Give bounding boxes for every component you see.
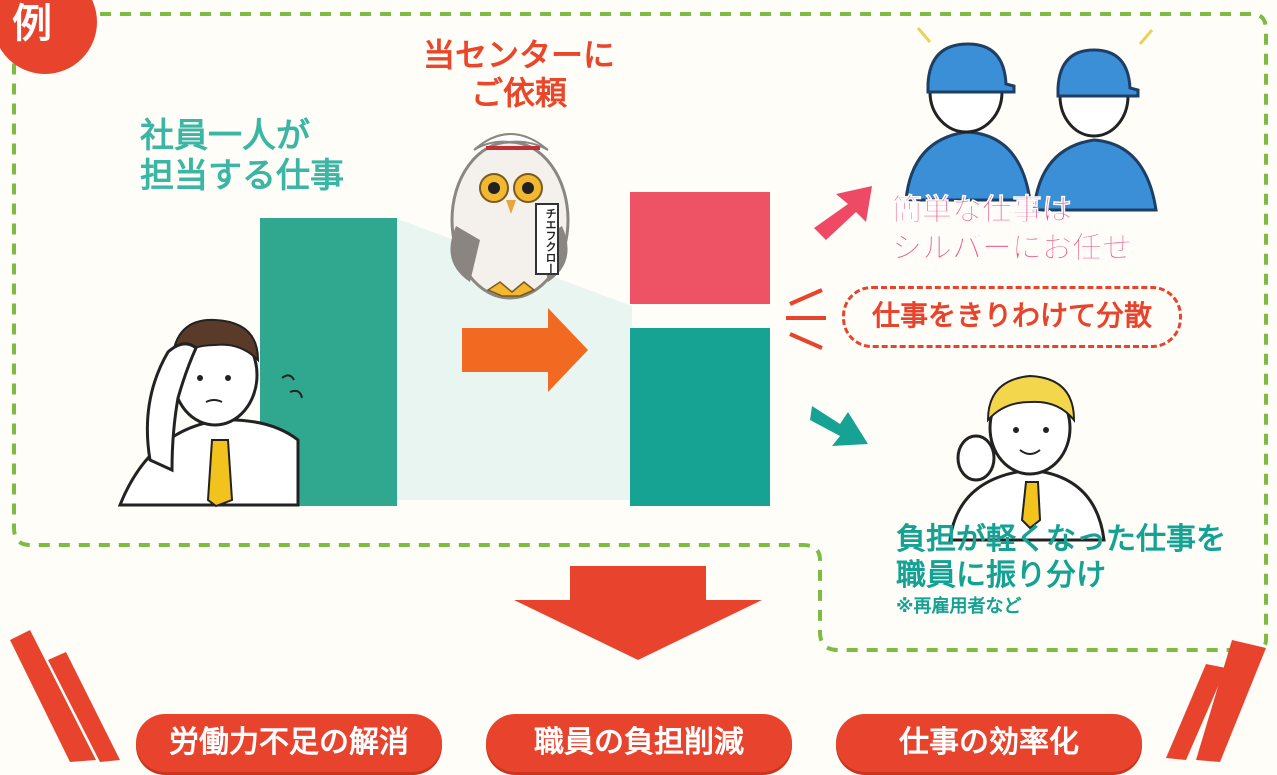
left-label-line-1: 社員一人が xyxy=(140,116,310,156)
staff-work-line-2: 職員に振り分け xyxy=(896,558,1106,593)
split-line-bottom xyxy=(789,332,823,350)
staff-work-label: 負担が軽くなった仕事を 職員に振り分け xyxy=(896,522,1226,594)
emphasis-left-1 xyxy=(10,630,96,762)
left-label-line-2: 担当する仕事 xyxy=(140,156,344,196)
emphasis-right-1 xyxy=(1196,640,1266,762)
orange-arrow-icon xyxy=(462,308,588,392)
pink-arrow-icon xyxy=(814,186,872,240)
outcome-burden-reduction: 職員の負担削減 xyxy=(486,714,792,772)
simple-work-line-1: 簡単な仕事は xyxy=(892,193,1073,229)
worried-employee-illustration xyxy=(117,318,303,508)
example-badge-label: 例 xyxy=(12,1,52,47)
silver-workers-illustration xyxy=(904,27,1158,212)
simple-work-line-2: シルバーにお任せ xyxy=(892,231,1133,267)
staff-note: ※再雇用者など xyxy=(896,596,1022,617)
staff-worker-illustration xyxy=(948,374,1106,542)
emphasis-left-2 xyxy=(48,652,120,762)
outcome-efficiency: 仕事の効率化 xyxy=(836,714,1142,772)
simple-work-block xyxy=(630,192,770,304)
split-work-label: 仕事をきりわけて分散 xyxy=(842,286,1182,348)
center-label-line-1: 当センターに xyxy=(422,36,615,74)
simple-work-label: 簡単な仕事は シルバーにお任せ xyxy=(892,192,1133,268)
teal-arrow-icon xyxy=(810,406,868,446)
center-label: 当センターに ご依頼 xyxy=(404,36,634,112)
mascot-tag: チエフクロー xyxy=(544,208,557,274)
outcome-labor-shortage: 労働力不足の解消 xyxy=(136,714,442,772)
emphasis-right-2 xyxy=(1166,664,1226,760)
example-badge-circle xyxy=(0,0,97,74)
down-arrow-icon xyxy=(514,566,762,660)
left-label: 社員一人が 担当する仕事 xyxy=(140,116,344,196)
split-line-top xyxy=(789,288,823,306)
dashed-frame xyxy=(12,12,1268,652)
light-work-block xyxy=(630,328,770,506)
staff-work-line-1: 負担が軽くなった仕事を xyxy=(896,522,1226,557)
center-label-line-2: ご依頼 xyxy=(470,74,567,112)
owl-mascot-illustration xyxy=(450,133,570,300)
